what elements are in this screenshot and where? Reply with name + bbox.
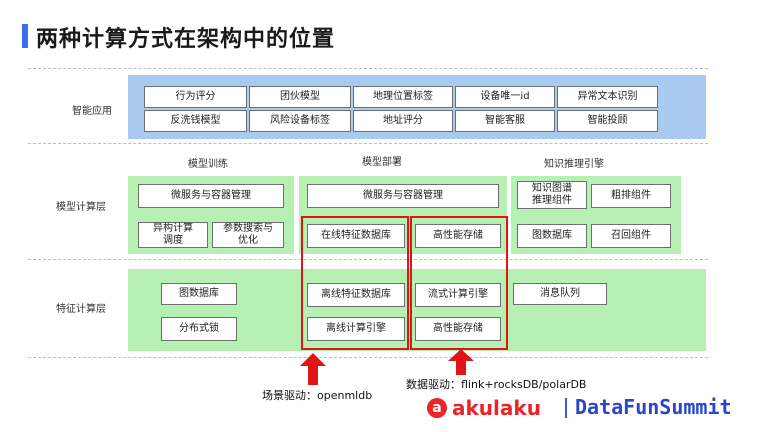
highlight-frame-data [410,216,508,350]
feature-box: 离线计算引擎 [307,317,405,341]
section-title-deploy: 模型部署 [362,157,402,168]
feature-box: 图数据库 [161,283,237,305]
kg-box: 知识图谱 推理组件 [517,181,587,209]
row-label-app: 智能应用 [72,106,112,117]
highlight-frame-scene [301,216,409,350]
deploy-box: 微服务与容器管理 [307,184,499,208]
app-box: 行为评分 [144,86,247,108]
arrow-up-icon [448,349,474,375]
app-box: 异常文本识别 [557,86,658,108]
section-title-kg: 知识推理引擎 [544,159,604,170]
separator [28,143,708,144]
row-label-feature: 特征计算层 [56,304,106,315]
deploy-box: 高性能存储 [415,224,501,248]
feature-box: 离线特征数据库 [307,283,405,307]
section-title-training: 模型训练 [188,159,228,170]
akulaku-logo-text: akulaku [452,396,541,420]
akulaku-logo-icon: a [427,398,447,418]
feature-box: 分布式锁 [161,317,237,341]
datafun-logo-text: DataFunSummit [575,395,732,419]
app-box: 团伙模型 [249,86,351,108]
app-box: 智能投顾 [557,110,658,132]
page-title: 两种计算方式在架构中的位置 [36,27,336,52]
caption-scene-driven: 场景驱动：openmldb [262,389,373,402]
kg-box: 召回组件 [591,224,671,248]
app-box: 地理位置标签 [353,86,453,108]
app-box: 设备唯一id [455,86,555,108]
app-box: 智能客服 [455,110,555,132]
app-box: 风险设备标签 [249,110,351,132]
separator [28,259,708,260]
logo-divider [565,398,567,418]
title-accent-bar [22,24,28,48]
arrow-up-icon [300,353,326,385]
feature-box: 高性能存储 [415,317,501,341]
feature-box: 消息队列 [513,283,607,305]
training-box: 异构计算 调度 [138,222,208,248]
feature-box: 流式计算引擎 [415,283,501,307]
caption-data-driven: 数据驱动：flink+rocksDB/polarDB [406,378,587,391]
row-label-model: 模型计算层 [56,202,106,213]
training-box: 微服务与容器管理 [138,184,284,208]
training-box: 参数搜索与 优化 [212,222,284,248]
separator [28,357,708,358]
separator [28,68,708,69]
kg-box: 图数据库 [517,224,587,248]
app-box: 反洗钱模型 [144,110,247,132]
deploy-box: 在线特征数据库 [307,224,405,248]
app-box: 地址评分 [353,110,453,132]
kg-box: 粗排组件 [591,184,671,208]
